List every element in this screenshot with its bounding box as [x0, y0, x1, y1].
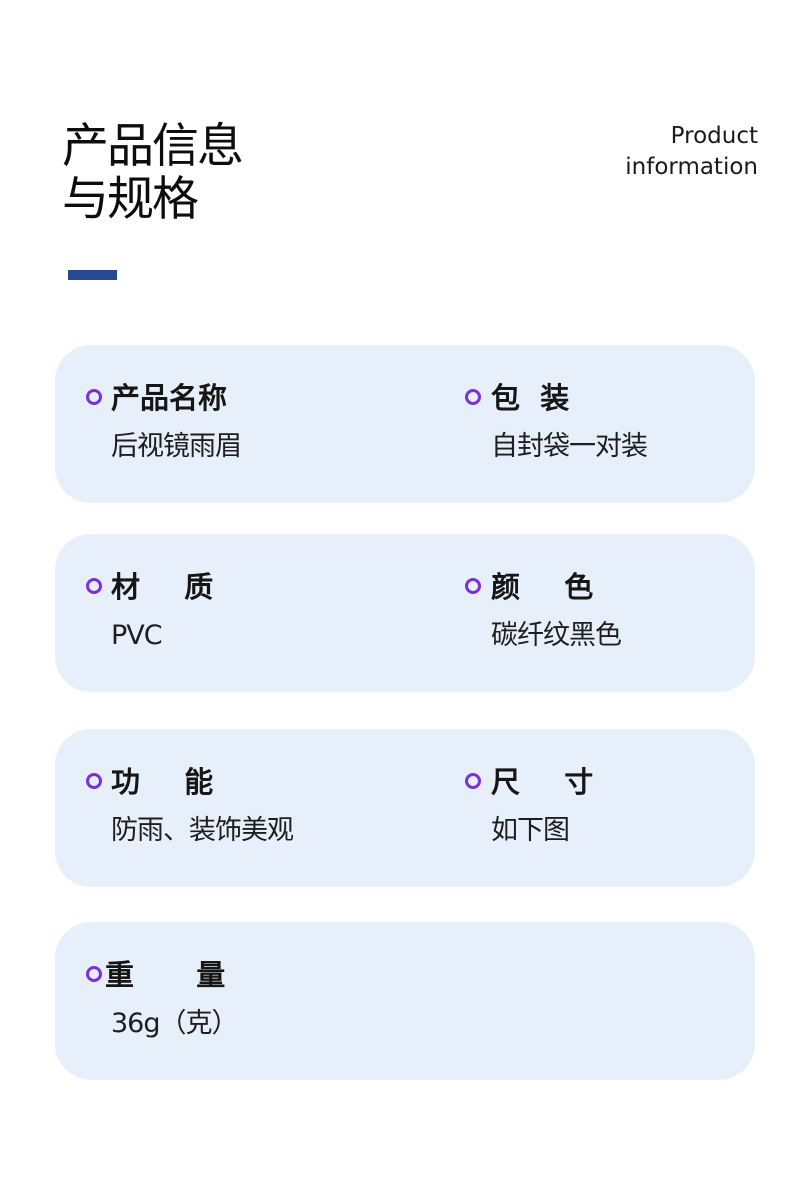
spec-label-size: 尺 寸 — [491, 765, 602, 799]
spec-card-function-size: 功 能 防雨、装饰美观 尺 寸 如下图 — [55, 729, 755, 887]
title-accent-bar — [68, 270, 117, 280]
bullet-circle-icon — [465, 773, 481, 789]
spec-value-weight: 36g（克） — [111, 1008, 238, 1039]
bullet-circle-icon — [86, 389, 102, 405]
spec-label-material: 材 质 — [111, 570, 222, 604]
spec-label-name: 产品名称 — [111, 381, 228, 415]
spec-value-name: 后视镜雨眉 — [111, 431, 242, 462]
spec-label-packaging: 包 装 — [491, 381, 570, 415]
bullet-circle-icon — [86, 578, 102, 594]
page-title-line-2: 与规格 — [62, 172, 199, 227]
spec-card-weight: 重 量 36g（克） — [55, 922, 755, 1080]
spec-value-color: 碳纤纹黑色 — [491, 620, 622, 651]
spec-value-packaging: 自封袋一对装 — [491, 431, 648, 462]
page-subtitle-line-2: information — [625, 154, 758, 180]
spec-card-name-packaging: 产品名称 后视镜雨眉 包 装 自封袋一对装 — [55, 345, 755, 503]
spec-card-material-color: 材 质 PVC 颜 色 碳纤纹黑色 — [55, 534, 755, 692]
page-subtitle-line-1: Product — [670, 123, 758, 149]
bullet-circle-icon — [86, 966, 102, 982]
page-title: 产品信息 与规格 — [62, 119, 244, 227]
spec-label-function: 功 能 — [111, 765, 222, 799]
spec-value-size: 如下图 — [491, 815, 570, 846]
page-title-line-1: 产品信息 — [62, 119, 244, 174]
spec-value-function: 防雨、装饰美观 — [111, 815, 294, 846]
spec-label-weight: 重 量 — [105, 958, 240, 992]
bullet-circle-icon — [465, 389, 481, 405]
spec-label-color: 颜 色 — [491, 570, 602, 604]
page-subtitle: Product information — [625, 121, 758, 183]
spec-value-material: PVC — [111, 620, 163, 651]
bullet-circle-icon — [86, 773, 102, 789]
bullet-circle-icon — [465, 578, 481, 594]
